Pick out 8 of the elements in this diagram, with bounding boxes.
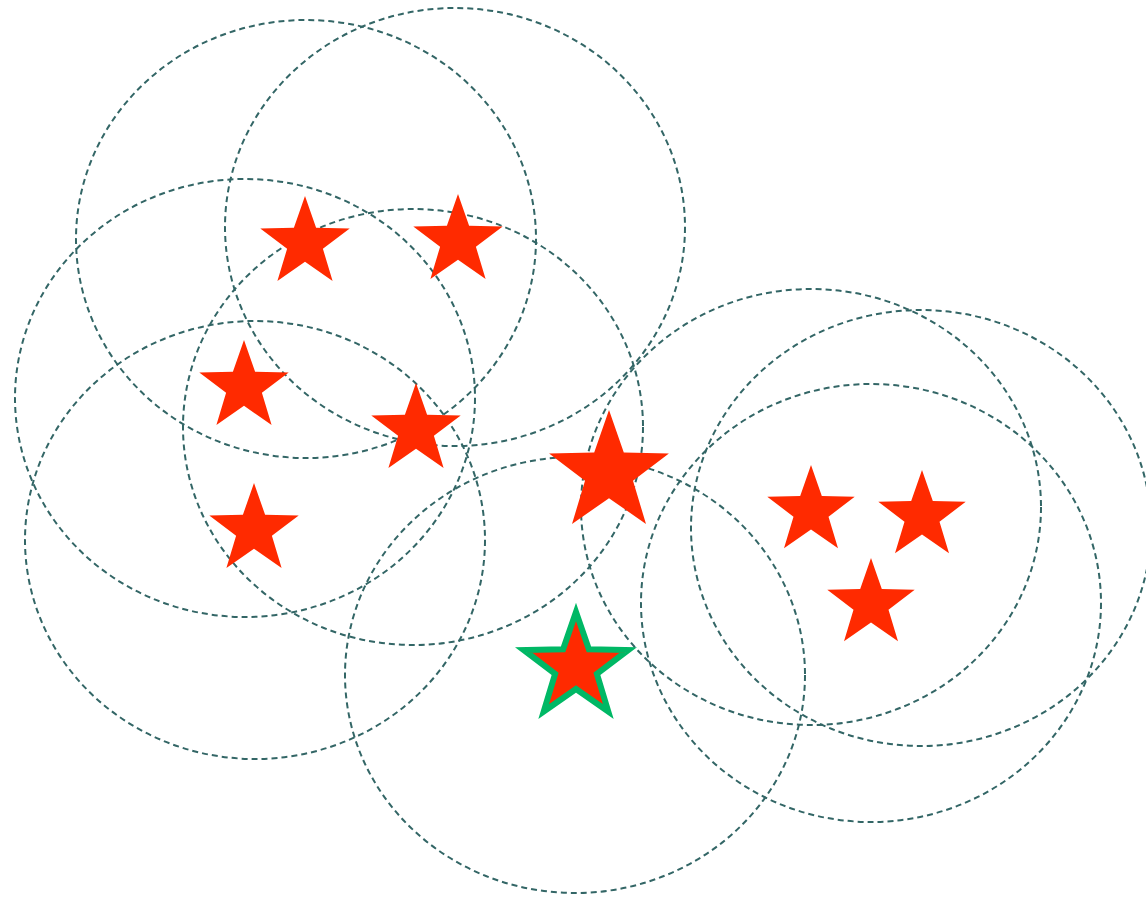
dashed-circle — [182, 208, 644, 646]
dashed-circle — [75, 19, 537, 459]
dashed-circle — [24, 320, 486, 760]
dashed-circle — [640, 383, 1102, 823]
dashed-circle — [580, 288, 1042, 726]
dashed-circle — [14, 178, 476, 618]
dashed-circle — [344, 456, 806, 894]
dashed-circle — [224, 7, 686, 447]
